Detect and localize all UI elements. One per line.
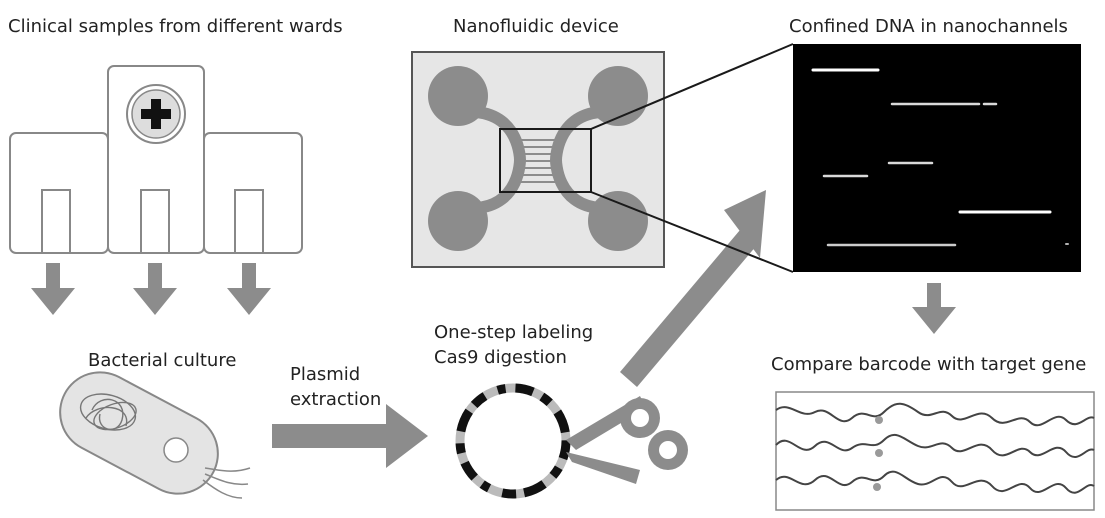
- label-one-step-labeling: One-step labeling: [434, 322, 594, 343]
- arrow-down-left: [31, 263, 75, 315]
- label-confined-dna: Confined DNA in nanochannels: [789, 16, 1068, 37]
- label-plasmid: Plasmid: [290, 364, 361, 385]
- barcode-trace: [775, 470, 1095, 494]
- hospital-door-center: [140, 189, 170, 254]
- label-clinical-samples: Clinical samples from different wards: [8, 16, 343, 37]
- bacterium-icon: [59, 371, 251, 499]
- zoom-region-box: [499, 128, 592, 193]
- medical-cross-icon: [126, 84, 186, 144]
- barcode-comparison-panel: [775, 391, 1095, 511]
- scissors-icon: [566, 396, 688, 484]
- dna-nanochannel-image: [793, 44, 1081, 272]
- label-extraction: extraction: [290, 389, 382, 410]
- hospital-door-right: [234, 189, 264, 254]
- arrow-down-right: [227, 263, 271, 315]
- zoom-lines: [590, 43, 794, 273]
- hospital-door-left: [41, 189, 71, 254]
- label-nanofluidic-device: Nanofluidic device: [453, 16, 619, 37]
- label-bacterial-culture: Bacterial culture: [88, 350, 237, 371]
- barcode-trace: [775, 402, 1095, 427]
- barcode-trace: [775, 434, 1095, 459]
- barcode-marker: [875, 449, 883, 457]
- barcode-marker: [875, 416, 883, 424]
- arrow-right-plasmid-extraction: [272, 404, 428, 468]
- label-cas9-digestion: Cas9 digestion: [434, 347, 567, 368]
- arrow-down-center: [133, 263, 177, 315]
- nanofluidic-device: [411, 51, 665, 268]
- arrow-down-to-barcode: [912, 283, 956, 334]
- plasmid-ring-icon: [455, 383, 571, 499]
- arrow-diagonal-to-imaging: [620, 190, 766, 387]
- barcode-marker: [873, 483, 881, 491]
- label-compare-barcode: Compare barcode with target gene: [771, 354, 1087, 375]
